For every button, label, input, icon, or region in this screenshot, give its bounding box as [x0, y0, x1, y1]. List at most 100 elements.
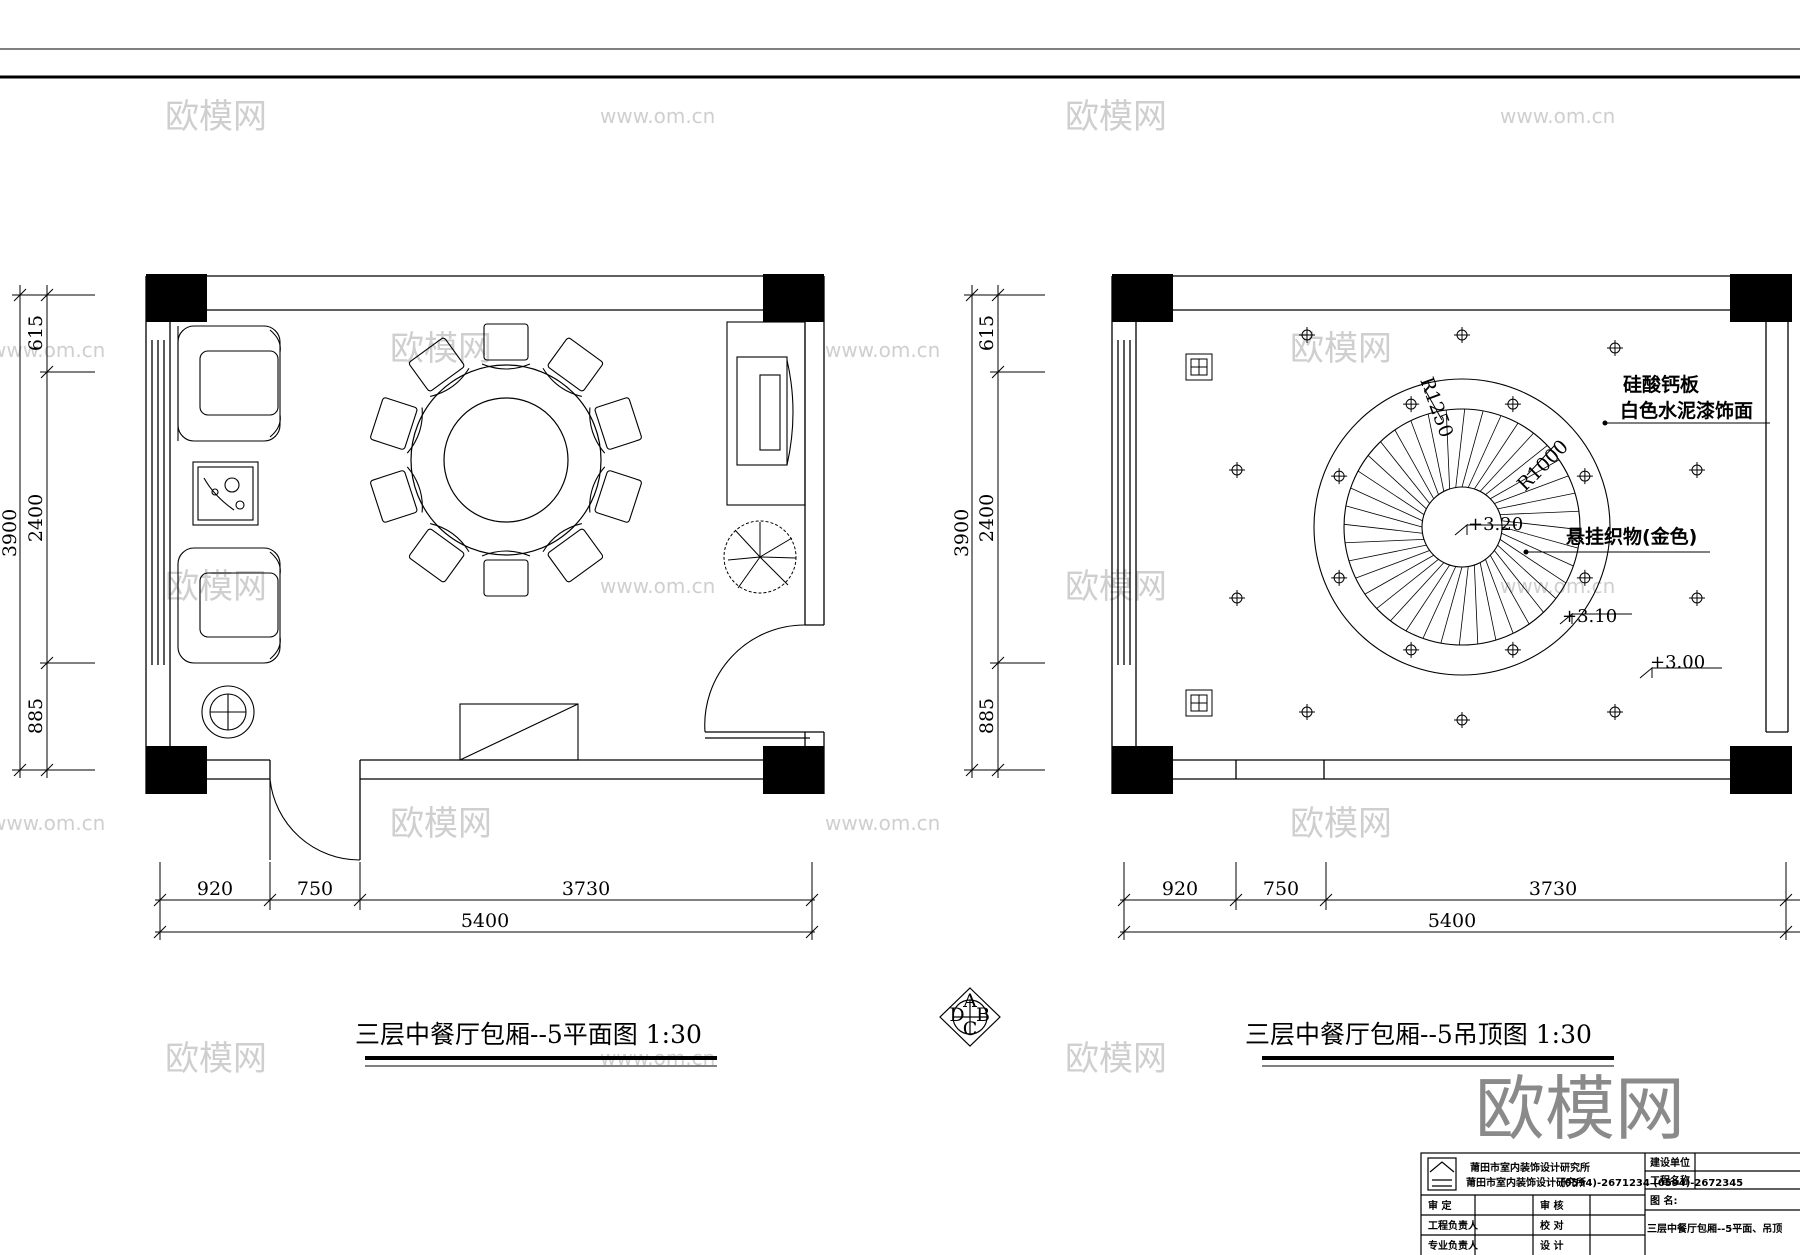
dome-rib [1497, 492, 1576, 510]
dome-rib [1497, 544, 1557, 599]
column [763, 746, 824, 794]
dome-rib [1355, 550, 1430, 579]
dome-rib [1494, 475, 1569, 504]
dome-rib [1490, 459, 1560, 500]
watermark-site: www.om.cn [825, 338, 940, 362]
watermark-site: www.om.cn [600, 104, 715, 128]
level-mark [1639, 666, 1722, 679]
downlight-icon [1403, 641, 1420, 658]
dim-750: 750 [297, 878, 333, 900]
dome-rib [1422, 566, 1457, 639]
watermark-brand: 欧模网 [1065, 567, 1167, 607]
dim-total-3900: 3900 [951, 509, 973, 557]
armchair [177, 547, 281, 664]
drawing-name-label: 图 名: [1650, 1194, 1677, 1207]
dome-rib [1376, 559, 1439, 609]
downlight-icon [1229, 590, 1245, 606]
column [1112, 746, 1173, 794]
watermark-big-brand: 欧模网 [1475, 1068, 1685, 1150]
downlight-icon [1299, 327, 1315, 343]
watermark-site: www.om.cn [825, 811, 940, 835]
dim-2400: 2400 [976, 494, 998, 542]
dome-rib [1390, 562, 1445, 622]
ceiling-title: 三层中餐厅包厢--5吊顶图 1:30 [1245, 1020, 1592, 1049]
level-3-20: +3.20 [1468, 514, 1523, 535]
dome-rib [1485, 445, 1548, 495]
watermark-site: www.om.cn [1500, 104, 1615, 128]
dim-total-3900: 3900 [0, 509, 21, 557]
downlight-icon [1576, 569, 1593, 586]
dome-rib [1445, 410, 1451, 489]
side-table [192, 461, 259, 526]
dome-rib [1501, 532, 1574, 567]
note-material-2: 白色水泥漆饰面 [1620, 399, 1753, 422]
plan-dims-v [12, 285, 95, 778]
dim-750: 750 [1263, 878, 1299, 900]
dome-rib [1455, 408, 1466, 488]
dome-rib [1440, 566, 1463, 644]
dome-rib [1479, 432, 1534, 492]
note-material-1: 硅酸钙板 [1623, 373, 1700, 396]
dining-chair [481, 323, 531, 370]
dome-rib [1473, 565, 1479, 644]
radius-leader [1526, 444, 1556, 476]
dim-615: 615 [976, 315, 998, 351]
dome-rib [1501, 526, 1579, 549]
plant-pot [201, 685, 255, 739]
project-label: 工程名称 [1650, 1174, 1690, 1187]
dim-2400: 2400 [25, 494, 47, 542]
tb-row-right: 设 计 [1540, 1239, 1563, 1252]
vent-icon [1185, 353, 1213, 381]
dining-chairs [370, 323, 642, 597]
dome-rib [1499, 539, 1567, 584]
dining-chair [589, 397, 642, 454]
ceiling-dims-v [964, 285, 1045, 778]
downlight-icon [1454, 327, 1470, 343]
watermark-brand: 欧模网 [165, 1039, 267, 1079]
dim-885: 885 [25, 698, 47, 734]
level-mark [1454, 523, 1517, 536]
company-phones: (0594)-2671234 (0594)-2672345 [1560, 1178, 1743, 1189]
dome-rib [1501, 520, 1581, 531]
dome-rib [1380, 441, 1430, 504]
title-block [1420, 1152, 1800, 1255]
watermarks: 欧模网 www.om.cn 欧模网 www.om.cn 欧模网 www.om.c… [0, 97, 1615, 1079]
dome-rib [1458, 566, 1469, 646]
company-subtitle: 莆田市室内装饰设计研究所 [1466, 1176, 1586, 1189]
downlight-icon [1331, 468, 1348, 485]
tb-row-left: 审 定 [1428, 1199, 1451, 1212]
watermark-brand: 欧模网 [1065, 97, 1167, 137]
tb-row-left: 工程负责人 [1428, 1219, 1479, 1232]
watermark-brand: 欧模网 [1065, 1039, 1167, 1079]
radius-r1250: R1250 [1415, 374, 1457, 440]
column [146, 746, 207, 794]
downlight-icon [1607, 704, 1623, 720]
plan-dims-h [153, 862, 819, 940]
dome-ribs [1343, 408, 1581, 646]
downlights [1229, 327, 1705, 728]
downlight-icon [1229, 462, 1245, 478]
dining-chair [542, 337, 604, 397]
dome-rib [1357, 470, 1425, 515]
armchair [177, 325, 281, 442]
dim-615: 615 [25, 315, 47, 351]
vent-icon [1185, 689, 1213, 717]
watermark-brand: 欧模网 [390, 329, 492, 369]
dining-chair [589, 466, 642, 523]
column [1730, 274, 1792, 322]
ceiling-walls [1111, 275, 1792, 794]
dim-total-5400: 5400 [461, 910, 509, 932]
watermark-site: www.om.cn [600, 574, 715, 598]
downlight-icon [1299, 704, 1315, 720]
level-mark [1559, 612, 1632, 625]
dome-rib [1494, 550, 1544, 613]
dome-rib [1467, 415, 1502, 488]
dim-3730: 3730 [562, 878, 610, 900]
dome-rib [1427, 413, 1445, 492]
dim-920: 920 [1162, 878, 1198, 900]
plant-icon [723, 520, 797, 594]
downlight-icon [1689, 462, 1705, 478]
dome-rib [1410, 420, 1439, 495]
company-name: 莆田市室内装饰设计研究所 [1470, 1161, 1590, 1174]
downlight-icon [1454, 712, 1470, 728]
